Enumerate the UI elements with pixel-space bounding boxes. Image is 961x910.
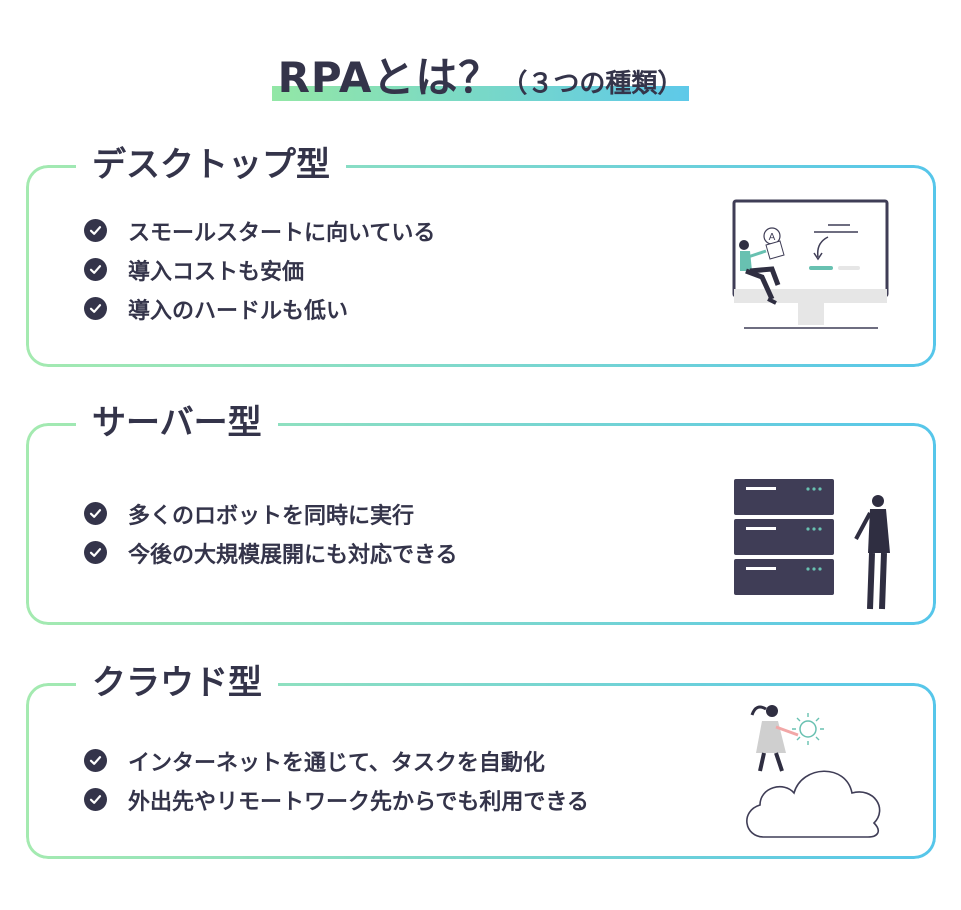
list-item: 多くのロボットを同時に実行 (84, 494, 458, 533)
list-item: 外出先やリモートワーク先からでも利用できる (84, 780, 589, 819)
page-title-main: RPAとは？ (277, 53, 502, 102)
list-item-text: 多くのロボットを同時に実行 (128, 503, 415, 529)
card-title-desktop: デスクトップ型 (76, 139, 346, 191)
list-item: スモールスタートに向いている (84, 211, 435, 250)
check-circle-icon (84, 297, 107, 320)
card-server: サーバー型 多くのロボットを同時に実行 今後の大規模展開にも対応できる (26, 397, 936, 625)
list-item-text: 導入のハードルも低い (128, 298, 349, 324)
check-circle-icon (84, 502, 107, 525)
check-circle-icon (84, 219, 107, 242)
list-item: 導入のハードルも低い (84, 289, 435, 328)
page-title: RPAとは？（３つの種類） (271, 44, 690, 105)
card-title-cloud: クラウド型 (76, 657, 278, 709)
list-item: 今後の大規模展開にも対応できる (84, 533, 458, 572)
list-item-text: 導入コストも安価 (128, 259, 305, 285)
card-desktop: デスクトップ型 スモールスタートに向いている 導入コストも安価 導入のハードルも… (26, 139, 936, 367)
list-item-text: 外出先やリモートワーク先からでも利用できる (128, 789, 589, 815)
illustration-letter: A (769, 232, 776, 243)
feature-list-cloud: インターネットを通じて、タスクを自動化 外出先やリモートワーク先からでも利用でき… (84, 741, 589, 819)
list-item-text: 今後の大規模展開にも対応できる (128, 542, 458, 568)
page-title-wrap: RPAとは？（３つの種類） (0, 44, 961, 105)
check-circle-icon (84, 788, 107, 811)
check-circle-icon (84, 541, 107, 564)
computer-illustration: A (732, 199, 889, 329)
cloud-illustration (746, 705, 881, 838)
list-item: 導入コストも安価 (84, 250, 435, 289)
list-item-text: スモールスタートに向いている (128, 220, 436, 246)
page-title-sub: （３つの種類） (501, 69, 684, 99)
card-title-server: サーバー型 (76, 397, 278, 449)
check-circle-icon (84, 749, 107, 772)
feature-list-server: 多くのロボットを同時に実行 今後の大規模展開にも対応できる (84, 494, 458, 572)
list-item: インターネットを通じて、タスクを自動化 (84, 741, 589, 780)
feature-list-desktop: スモールスタートに向いている 導入コストも安価 導入のハードルも低い (84, 211, 435, 328)
check-circle-icon (84, 258, 107, 281)
card-cloud: クラウド型 インターネットを通じて、タスクを自動化 外出先やリモートワーク先から… (26, 657, 936, 859)
server-rack-illustration (734, 479, 890, 610)
list-item-text: インターネットを通じて、タスクを自動化 (128, 750, 545, 776)
